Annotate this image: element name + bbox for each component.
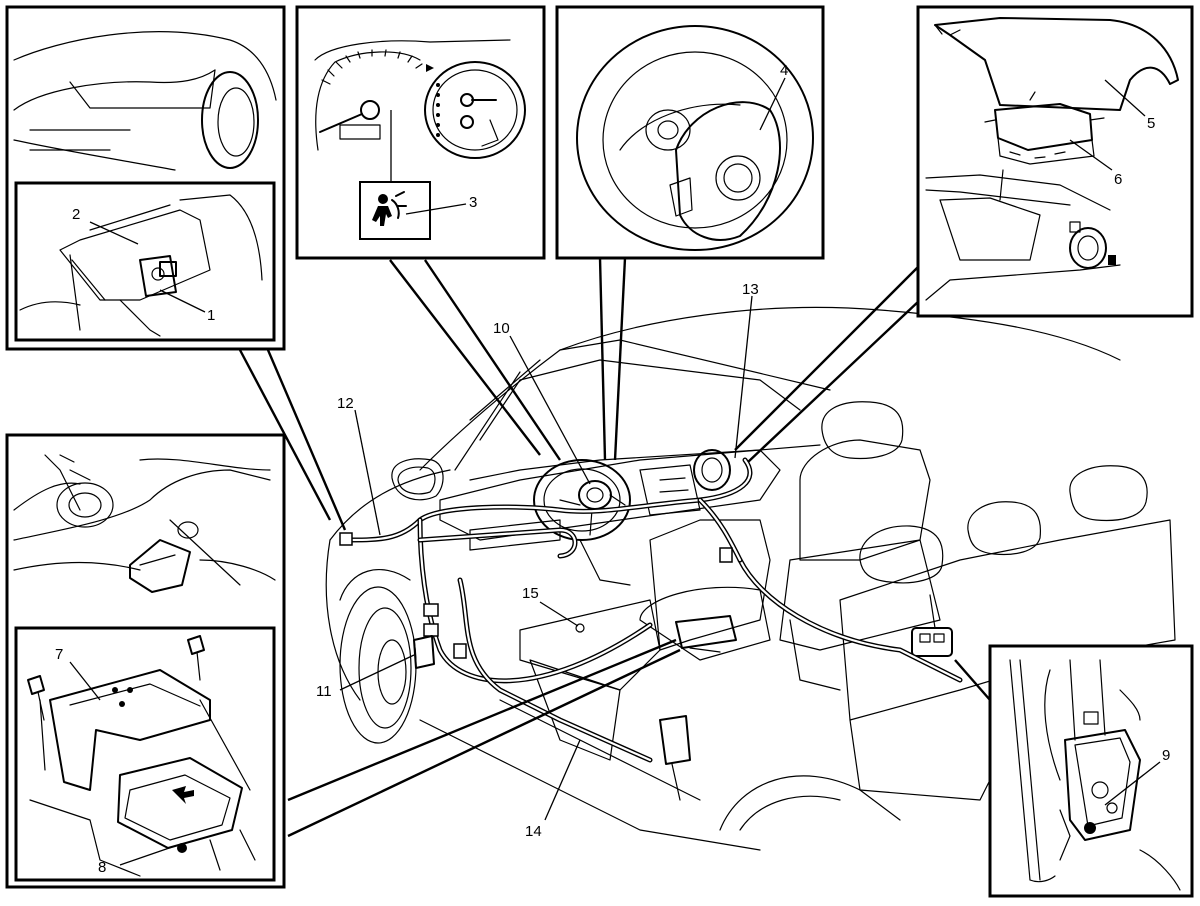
sdm-inset: 7 8 [5,433,286,889]
callout-15: 15 [522,585,539,602]
callout-4: 4 [780,62,788,79]
callout-14: 14 [525,823,542,840]
callout-5: 5 [1147,115,1155,132]
seatbelt-pretensioner [1064,729,1141,841]
airbag-warning-icon [372,191,407,226]
callout-2: 2 [72,206,80,223]
harness-connector [339,532,353,546]
callout-7: 7 [55,646,63,663]
callout-13: 13 [742,281,759,298]
seatbelt-pretensioner-inset: 9 [988,644,1194,898]
callout-10: 10 [493,320,510,337]
passenger-airbag-inset: 5 6 [916,5,1194,318]
harness-connector [453,643,467,659]
vehicle-interior-drawing [325,306,1176,851]
harness-connector [423,603,439,617]
harness-connector [719,547,733,563]
steering-wheel-inset: 4 [555,5,825,260]
sdm-module [117,757,243,849]
sdm-bracket [49,669,211,791]
front-sensor [139,255,177,297]
callout-8: 8 [98,859,106,876]
driver-airbag-module [675,101,781,241]
callout-9: 9 [1162,747,1170,764]
callout-1: 1 [207,307,215,324]
callout-3: 3 [469,194,477,211]
harness-connector [423,623,439,637]
side-sensor [413,635,435,669]
callout-6: 6 [1114,171,1122,188]
main-view-callouts: 10 11 12 13 14 15 [316,281,759,840]
instrument-cluster-inset: 3 [295,5,546,260]
front-sensor-inset: 1 2 [5,5,286,351]
inset-connector-lines [138,257,991,838]
callout-11: 11 [316,683,332,700]
callout-12: 12 [337,395,354,412]
